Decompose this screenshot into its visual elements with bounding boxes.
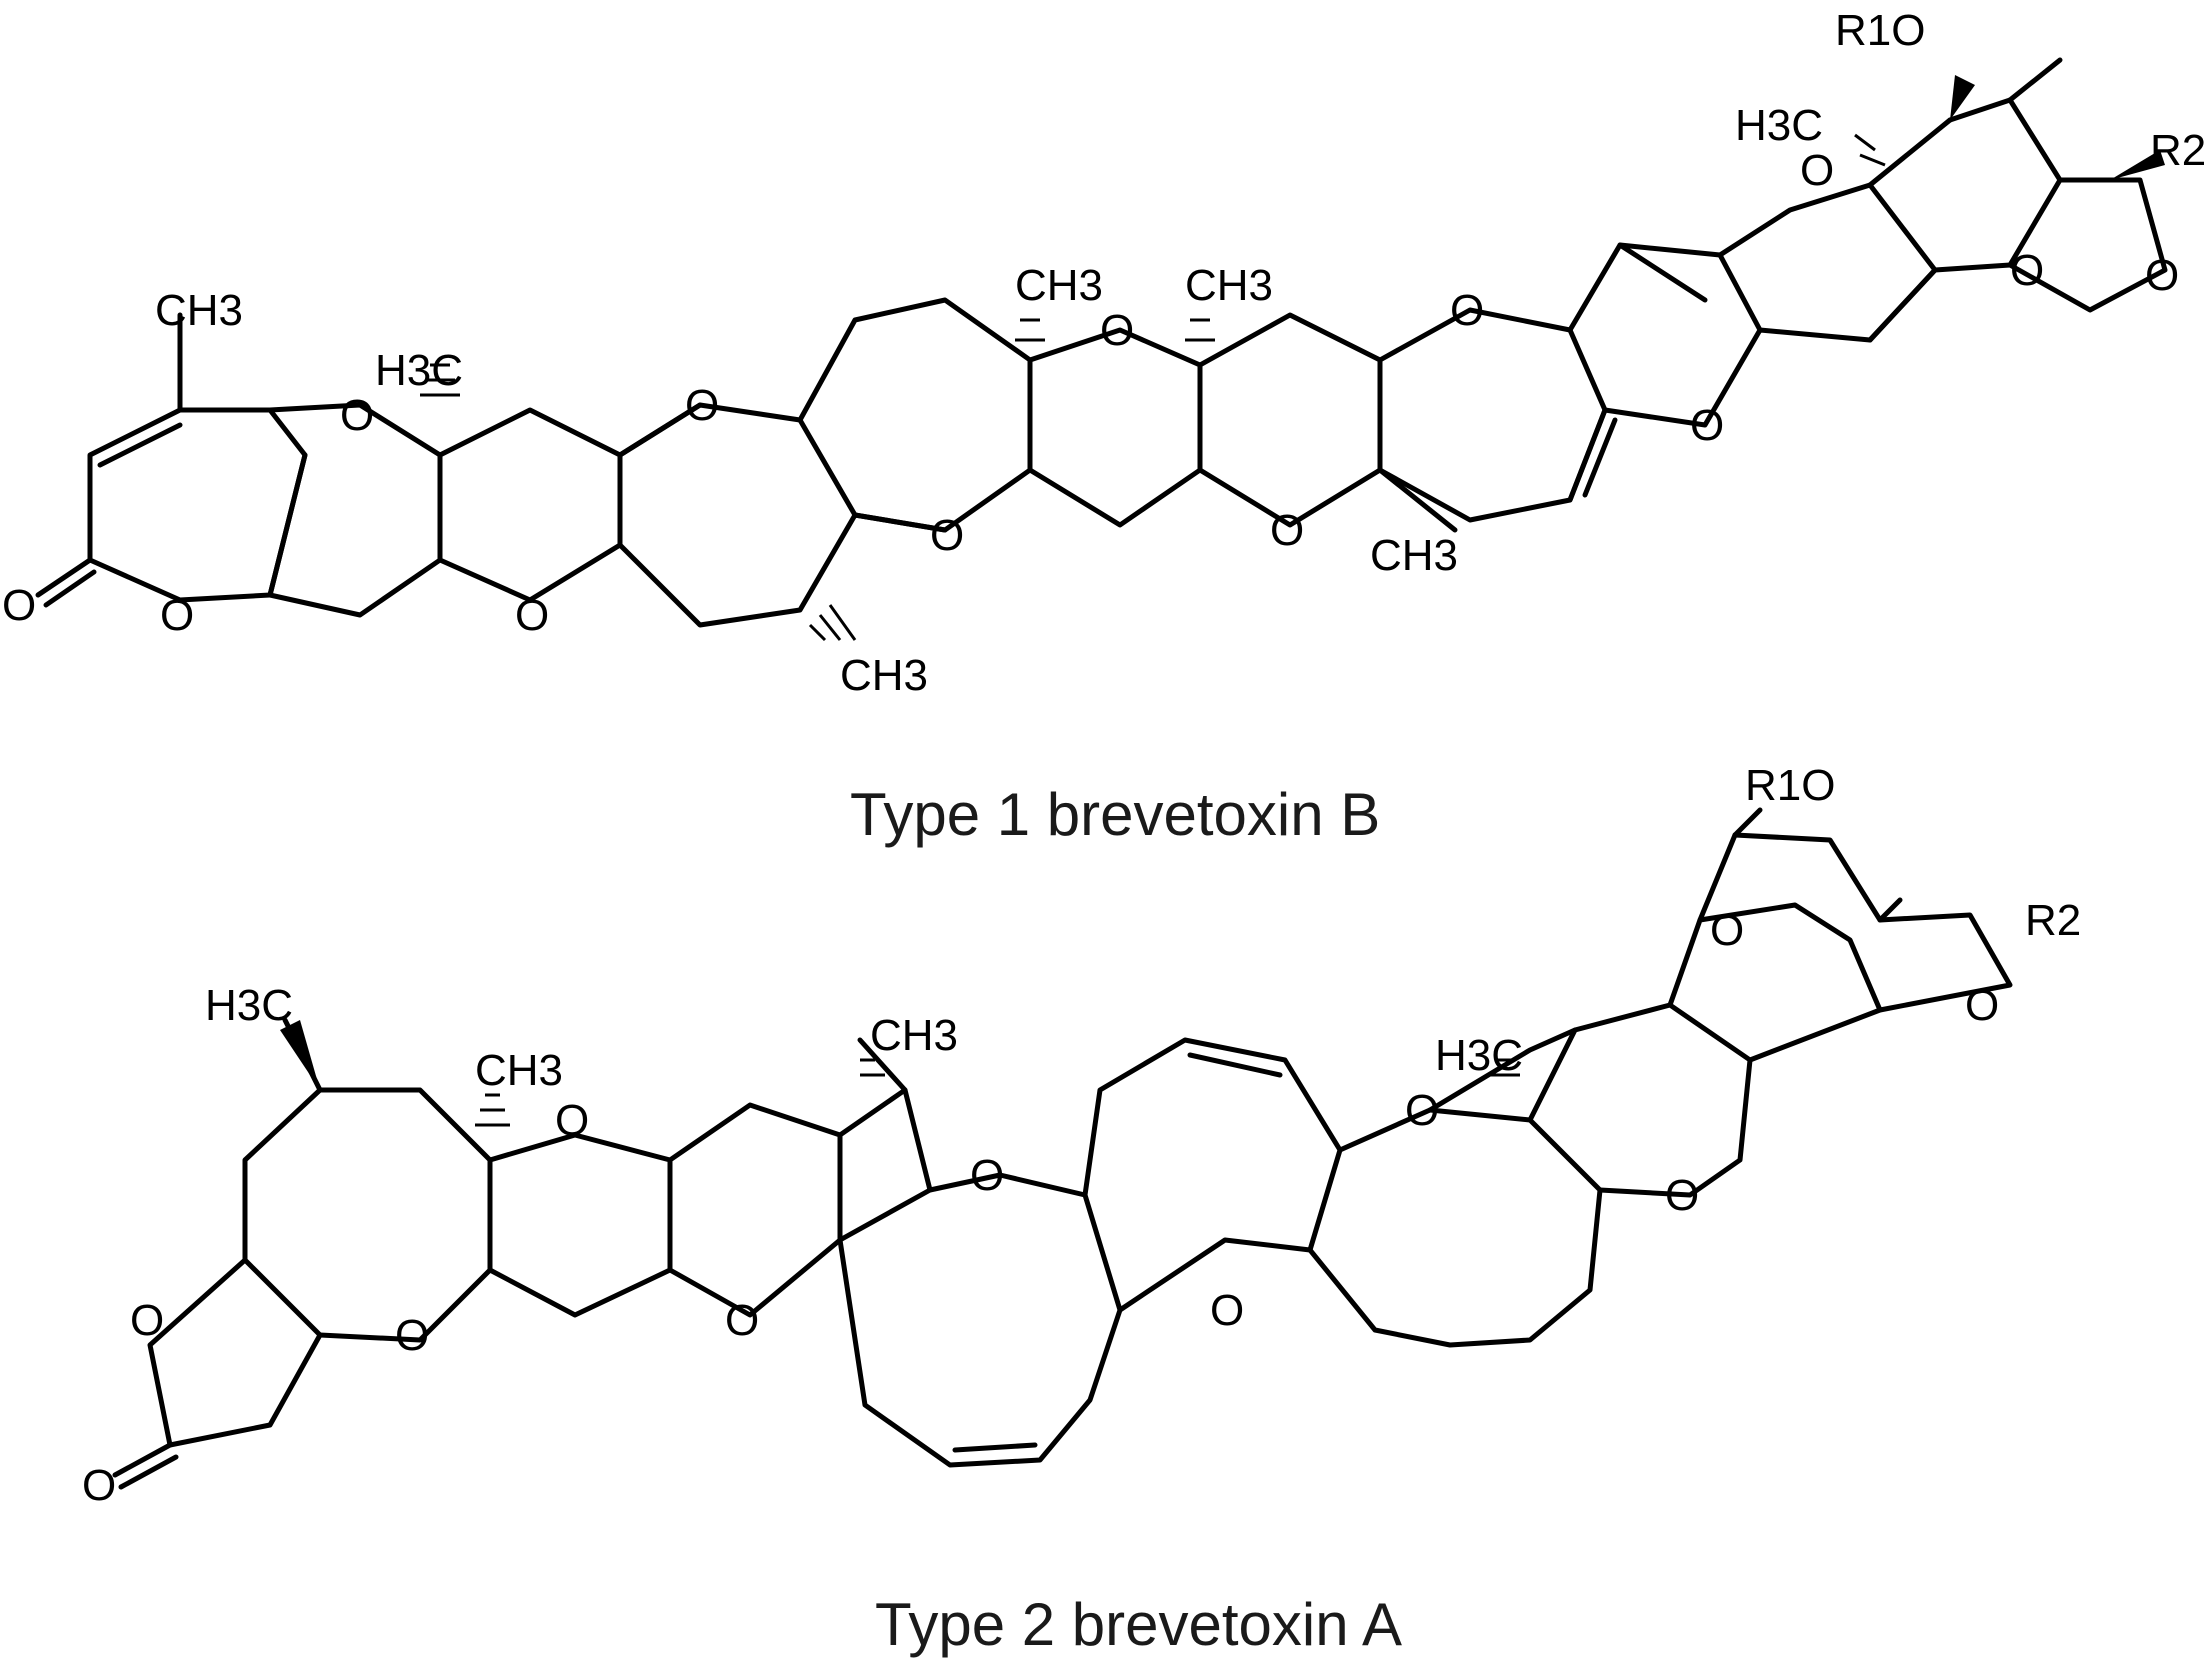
s2-lactone-o: O <box>130 1296 164 1345</box>
caption-type-1: Type 1 brevetoxin B <box>850 781 1380 848</box>
s1-methyl-h3c-2: H3C <box>1735 101 1823 150</box>
s1-ring-o-7: O <box>1450 286 1484 335</box>
hash-methyl-4 <box>1185 318 1215 342</box>
s1-ring-o-1: O <box>340 391 374 440</box>
s1-carbonyl-o: O <box>2 581 36 630</box>
s1-r1o: R1O <box>1835 6 1925 55</box>
structure-brevetoxin-b: CH3 O O O H3C O O O CH3 CH3 O CH3 O CH3 … <box>2 6 2204 700</box>
s1-ring-o-5: O <box>1100 306 1134 355</box>
s1-ring-o-3: O <box>685 381 719 430</box>
s1-ring-o-6: O <box>1270 506 1304 555</box>
s1-methyl-h3c-1: H3C <box>375 346 463 395</box>
hash-methyl-1 <box>420 363 460 397</box>
s2-ring-o-1: O <box>395 1311 429 1360</box>
s2-ring-o-3: O <box>725 1296 759 1345</box>
s1-methyl-ch3-mid-1: CH3 <box>1015 261 1103 310</box>
s1-methyl-ch3-low: CH3 <box>1370 531 1458 580</box>
s2-ring-o-4: O <box>970 1151 1004 1200</box>
s2-ring-o-8: O <box>1710 906 1744 955</box>
s2-hash-2 <box>860 1058 885 1077</box>
s2-r1o: R1O <box>1745 761 1835 810</box>
s2-ring-o-9: O <box>1965 981 1999 1030</box>
s2-carbonyl-o: O <box>82 1461 116 1510</box>
s2-hash-1 <box>475 1093 510 1127</box>
structure-brevetoxin-a: H3C O O O CH3 O O CH3 O O O H3C O O O R1… <box>82 761 2081 1510</box>
s1-r2: R2 <box>2150 126 2204 175</box>
s2-ring-o-7: O <box>1665 1171 1699 1220</box>
s1-ring-o-2: O <box>515 591 549 640</box>
s2-methyl-ch3-1: CH3 <box>475 1046 563 1095</box>
s1-ring-o-10: O <box>2010 246 2044 295</box>
s1-methyl-ch3-bottom: CH3 <box>840 651 928 700</box>
s2-hash-3 <box>1490 1058 1520 1077</box>
s1-ring-o-9: O <box>1800 146 1834 195</box>
caption-type-2: Type 2 brevetoxin A <box>875 1591 1402 1658</box>
s1-ring-o-4: O <box>930 511 964 560</box>
hash-methyl-2 <box>1015 318 1045 342</box>
hash-methyl-3 <box>808 604 857 642</box>
s2-ring-o-6: O <box>1405 1086 1439 1135</box>
s2-ring-o-5: O <box>1210 1286 1244 1335</box>
s2-methyl-h3c-2: H3C <box>1435 1031 1523 1080</box>
s2-methyl-ch3-2: CH3 <box>870 1011 958 1060</box>
s1-methyl-ch3-mid-2: CH3 <box>1185 261 1273 310</box>
s2-ring-o-2: O <box>555 1096 589 1145</box>
s2-r2: R2 <box>2025 896 2081 945</box>
s1-ring-o-11: O <box>2145 251 2179 300</box>
s1-lactone-o: O <box>160 591 194 640</box>
s1-ring-o-8: O <box>1690 401 1724 450</box>
s1-methyl-top-left: CH3 <box>155 286 243 335</box>
hash-methyl-5 <box>1854 133 1886 167</box>
s2-methyl-h3c-1: H3C <box>205 981 293 1030</box>
